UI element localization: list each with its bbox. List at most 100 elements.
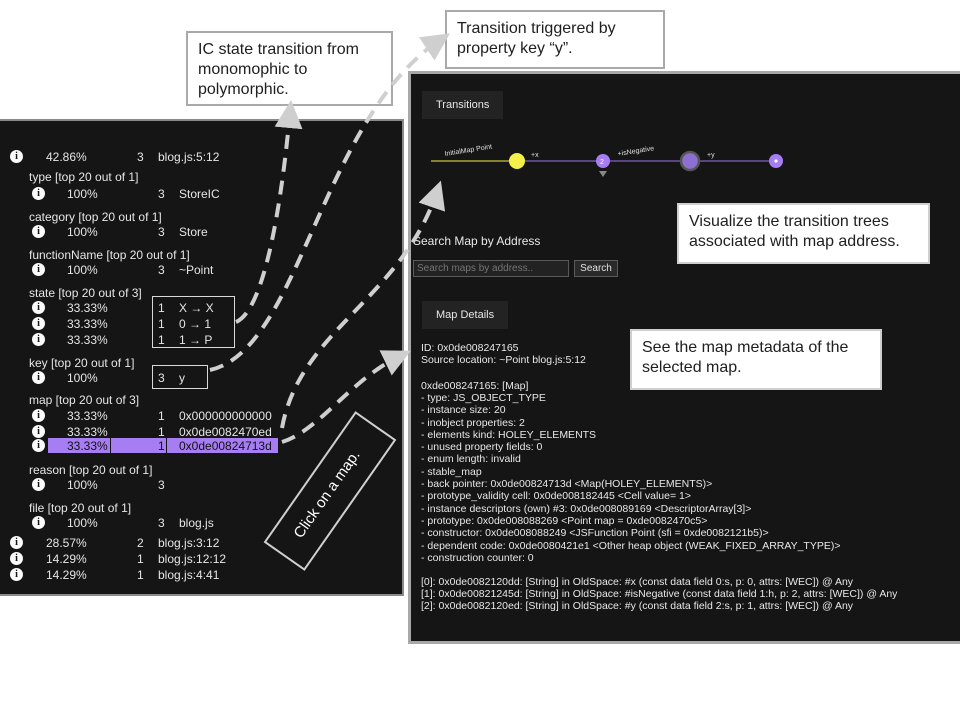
transition-tree: InitialMap Point +x +isNegative +y 2 — [431, 144, 783, 177]
percent-value: 100% — [67, 371, 98, 385]
detail-line: - instance size: 20 — [421, 404, 506, 416]
detail-line: - prototype: 0x0de008088269 <Point map =… — [421, 515, 708, 527]
count-value: 3 — [158, 263, 165, 277]
map-node-selected[interactable] — [679, 150, 701, 172]
info-icon[interactable]: i — [32, 478, 45, 491]
info-icon[interactable]: i — [10, 150, 23, 163]
section-title-reason: reason [top 20 out of 1] — [29, 463, 153, 477]
detail-line: Source location: ~Point blog.js:5:12 — [421, 354, 586, 366]
section-title-function-name: functionName [top 20 out of 1] — [29, 248, 190, 262]
info-icon[interactable]: i — [32, 516, 45, 529]
percent-value: 33.33% — [67, 333, 108, 347]
ic-log-panel: i 42.86% 3 blog.js:5:12 type [top 20 out… — [0, 119, 404, 596]
section-title-file: file [top 20 out of 1] — [29, 501, 132, 515]
source-location: blog.js:12:12 — [158, 552, 227, 566]
detail-line: 0xde008247165: [Map] — [421, 380, 529, 392]
edge-label-x: +x — [531, 152, 539, 159]
info-icon[interactable]: i — [32, 187, 45, 200]
edge-label-is-negative: +isNegative — [617, 145, 655, 158]
info-icon[interactable]: i — [32, 409, 45, 422]
source-location: blog.js:3:12 — [158, 536, 220, 550]
edge-label-initial: InitialMap Point — [444, 144, 492, 158]
info-icon[interactable]: i — [10, 536, 23, 549]
map-address[interactable]: 0x0de0082470ed — [179, 425, 272, 439]
info-icon[interactable]: i — [32, 225, 45, 238]
map-details-section-label: Map Details — [422, 301, 509, 329]
search-maps-input[interactable] — [413, 260, 569, 277]
row-value: X → X — [179, 301, 214, 315]
node-count-label: 2 — [600, 159, 604, 166]
info-icon[interactable]: i — [32, 371, 45, 384]
detail-line: - stable_map — [421, 466, 482, 478]
search-section-title: Search Map by Address — [413, 234, 541, 248]
percent-value: 33.33% — [67, 317, 108, 331]
count-value: 1 — [158, 409, 165, 423]
count-value: 1 — [158, 439, 165, 453]
section-title-state: state [top 20 out of 3] — [29, 286, 142, 300]
map-address[interactable]: 0x000000000000 — [179, 409, 272, 423]
callout-triggered: Transition triggered by property key “y”… — [445, 10, 665, 69]
map-address-selected[interactable]: 0x0de00824713d — [179, 439, 272, 453]
percent-value: 14.29% — [46, 568, 87, 582]
percent-value: 42.86% — [46, 150, 87, 164]
percent-value: 28.57% — [46, 536, 87, 550]
info-icon[interactable]: i — [32, 439, 45, 452]
callout-visualize: Visualize the transition trees associate… — [677, 203, 930, 264]
percent-value: 14.29% — [46, 552, 87, 566]
percent-value: 33.33% — [67, 439, 108, 453]
count-value: 2 — [137, 536, 144, 550]
detail-line: - back pointer: 0x0de00824713d <Map(HOLE… — [421, 478, 713, 490]
count-value: 3 — [158, 371, 165, 385]
source-location: blog.js:5:12 — [158, 150, 220, 164]
map-node-initial[interactable] — [509, 153, 525, 169]
row-value: blog.js — [179, 516, 214, 530]
percent-value: 100% — [67, 225, 98, 239]
count-value: 1 — [137, 552, 144, 566]
percent-value: 100% — [67, 478, 98, 492]
detail-line: - inobject properties: 2 — [421, 417, 525, 429]
info-icon[interactable]: i — [10, 552, 23, 565]
percent-value: 33.33% — [67, 301, 108, 315]
detail-line: [2]: 0x0de0082120ed: [String] in OldSpac… — [421, 600, 854, 612]
count-value: 1 — [137, 568, 144, 582]
detail-line: ID: 0x0de008247165 — [421, 342, 519, 354]
count-value: 3 — [158, 225, 165, 239]
count-value: 1 — [158, 301, 165, 315]
selected-row-highlight — [111, 438, 166, 453]
row-value: ~Point — [179, 263, 214, 277]
detail-line: - enum length: invalid — [421, 453, 521, 465]
edge-label-y: +y — [707, 152, 715, 159]
detail-line: - dependent code: 0x0de0080421e1 <Other … — [421, 540, 841, 552]
section-title-type: type [top 20 out of 1] — [29, 170, 139, 184]
detail-line: [0]: 0x0de0082120dd: [String] in OldSpac… — [421, 576, 854, 588]
map-node-x[interactable] — [596, 154, 610, 168]
row-value: StoreIC — [179, 187, 220, 201]
selected-row-highlight — [167, 438, 278, 453]
row-value: Store — [179, 225, 208, 239]
info-icon[interactable]: i — [32, 425, 45, 438]
info-icon[interactable]: i — [32, 263, 45, 276]
key-highlight-box — [152, 365, 208, 389]
section-title-category: category [top 20 out of 1] — [29, 210, 162, 224]
section-title-key: key [top 20 out of 1] — [29, 356, 135, 370]
search-button[interactable]: Search — [574, 260, 618, 277]
detail-line: - prototype_validity cell: 0x0de00818244… — [421, 490, 691, 502]
detail-line: [1]: 0x0de00821245d: [String] in OldSpac… — [421, 588, 898, 600]
source-location: blog.js:4:41 — [158, 568, 220, 582]
info-icon[interactable]: i — [10, 568, 23, 581]
node-dot — [774, 159, 778, 163]
state-highlight-box — [152, 296, 235, 348]
detail-line: - unused property fields: 0 — [421, 441, 543, 453]
node-marker-icon — [599, 171, 607, 177]
row-value: y — [179, 371, 185, 385]
detail-line: - instance descriptors (own) #3: 0x0de00… — [421, 503, 752, 515]
row-value: 0 → 1 — [179, 317, 212, 331]
info-icon[interactable]: i — [32, 301, 45, 314]
info-icon[interactable]: i — [32, 333, 45, 346]
detail-line: - construction counter: 0 — [421, 552, 534, 564]
count-value: 1 — [158, 333, 165, 347]
count-value: 3 — [158, 187, 165, 201]
info-icon[interactable]: i — [32, 317, 45, 330]
detail-line: - constructor: 0x0de008088249 <JSFunctio… — [421, 527, 769, 539]
count-value: 1 — [158, 425, 165, 439]
